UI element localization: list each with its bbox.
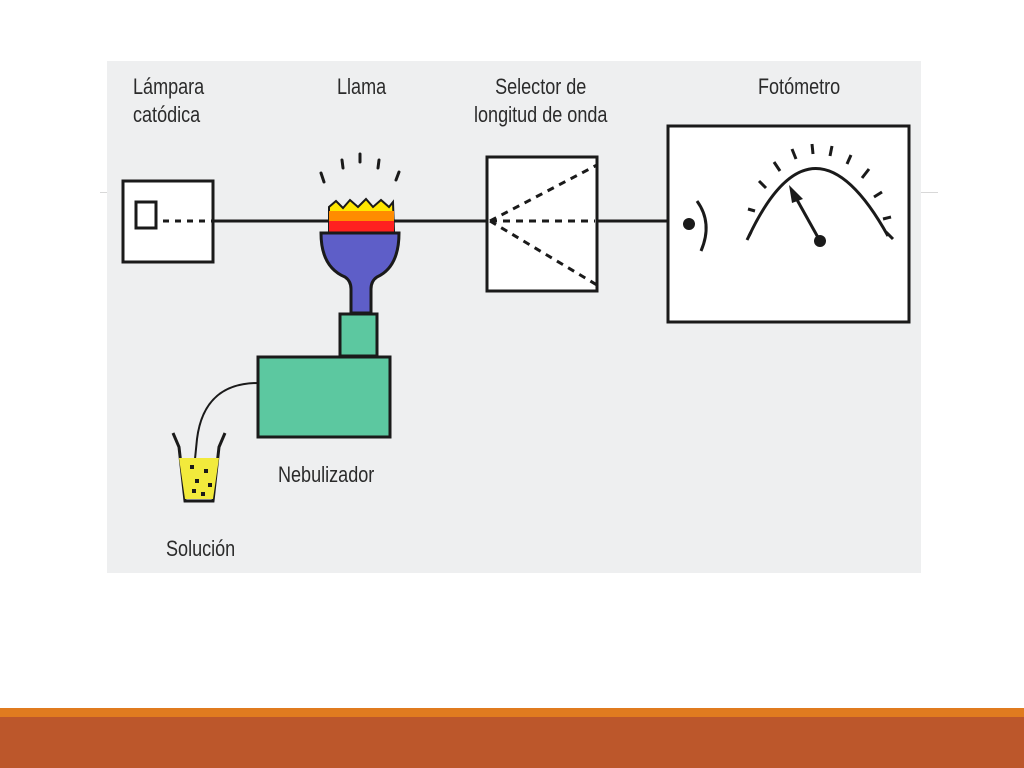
meter-scale-arc [747,167,890,237]
label-flame: Llama [337,74,387,99]
nebulizer [256,312,392,439]
flame-sparks [319,152,401,184]
label-photometer: Fotómetro [758,74,841,99]
label-solution: Solución [166,536,236,561]
flame-photometer-diagram: Lámpara catódica Llama Selector de longi… [107,61,921,573]
footer-bar [0,717,1024,768]
meter-needle [794,197,822,242]
burner-funnel [319,231,401,315]
label-cathode-lamp: Lámpara catódica [133,74,205,127]
slide-rule-right [918,192,938,193]
suction-tube [194,382,259,460]
flame [328,197,396,233]
label-wavelength-selector: Selector de longitud de onda [474,74,608,127]
footer-accent-stripe [0,708,1024,717]
photometer [666,124,911,324]
label-nebulizer: Nebulizador [278,462,375,487]
slide-rule-left [100,192,110,193]
wavelength-selector [485,155,599,293]
diagram-drawing [121,124,911,503]
meter-needle-tip [789,185,803,203]
solution-beaker [171,432,227,503]
cathode-lamp [121,179,215,264]
